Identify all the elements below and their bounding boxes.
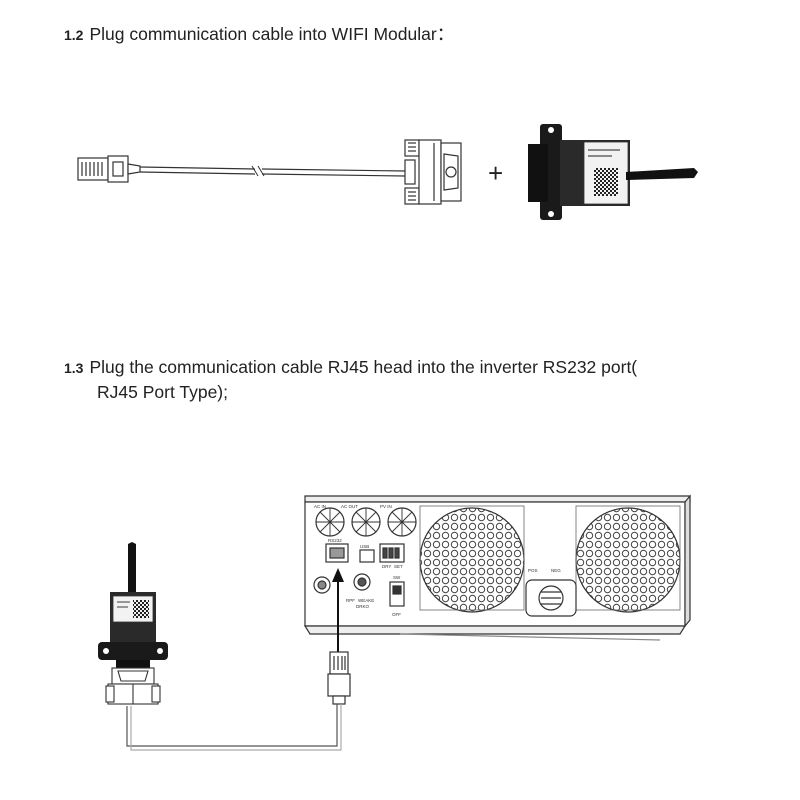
label-set: SET (394, 564, 403, 569)
label-ac-in: AC IN (314, 504, 326, 509)
label-weake: WEAKE (358, 598, 374, 603)
dip-switch (379, 543, 405, 563)
rs232-port (325, 543, 349, 563)
step-1-3-instruction: 1.3 Plug the communication cable RJ45 hea… (64, 355, 744, 404)
label-pos: POS (528, 568, 538, 573)
label-neg: NEG (551, 568, 561, 573)
label-rpf: RPF (346, 598, 355, 603)
label-ac-out: AC OUT (341, 504, 358, 509)
step-1-2-instruction: 1.2 Plug communication cable into WIFI Mo… (64, 22, 454, 47)
fan-grille-right (575, 507, 681, 613)
label-sw: SW (393, 575, 401, 580)
step-text-line-1: Plug the communication cable RJ45 head i… (89, 357, 638, 377)
label-pv-in: PV IN (380, 504, 392, 509)
label-rs232: RS232 (328, 538, 342, 543)
step-number: 1.2 (64, 27, 84, 43)
wifi-module-icon (98, 542, 168, 668)
inverter-labels: AC IN AC OUT PV IN RS232 USB DRY SET SW … (314, 504, 561, 617)
communication-cable (77, 139, 462, 205)
label-off: OFF (392, 612, 401, 617)
label-usb: USB (360, 544, 369, 549)
db9-connector-icon (404, 139, 462, 205)
fan-grille-left (419, 507, 525, 613)
rj45-plug-icon (77, 155, 141, 183)
rj45-plug-icon (327, 651, 351, 705)
label-drko: DRKO (356, 604, 370, 609)
plus-sign: + (488, 158, 503, 188)
label-dry: DRY (382, 564, 391, 569)
step-number: 1.3 (64, 360, 84, 376)
inverter-icon (303, 494, 691, 641)
usb-port (359, 549, 375, 563)
step-text-line-2: RJ45 Port Type); (97, 382, 228, 402)
wifi-module-icon (528, 124, 698, 220)
connecting-cable (126, 704, 342, 751)
step-text: Plug communication cable into WIFI Modul… (89, 24, 455, 44)
battery-terminal (525, 579, 577, 617)
insert-arrow-icon (332, 568, 344, 652)
db9-connector-icon (105, 667, 161, 705)
terminal-block (315, 507, 417, 537)
